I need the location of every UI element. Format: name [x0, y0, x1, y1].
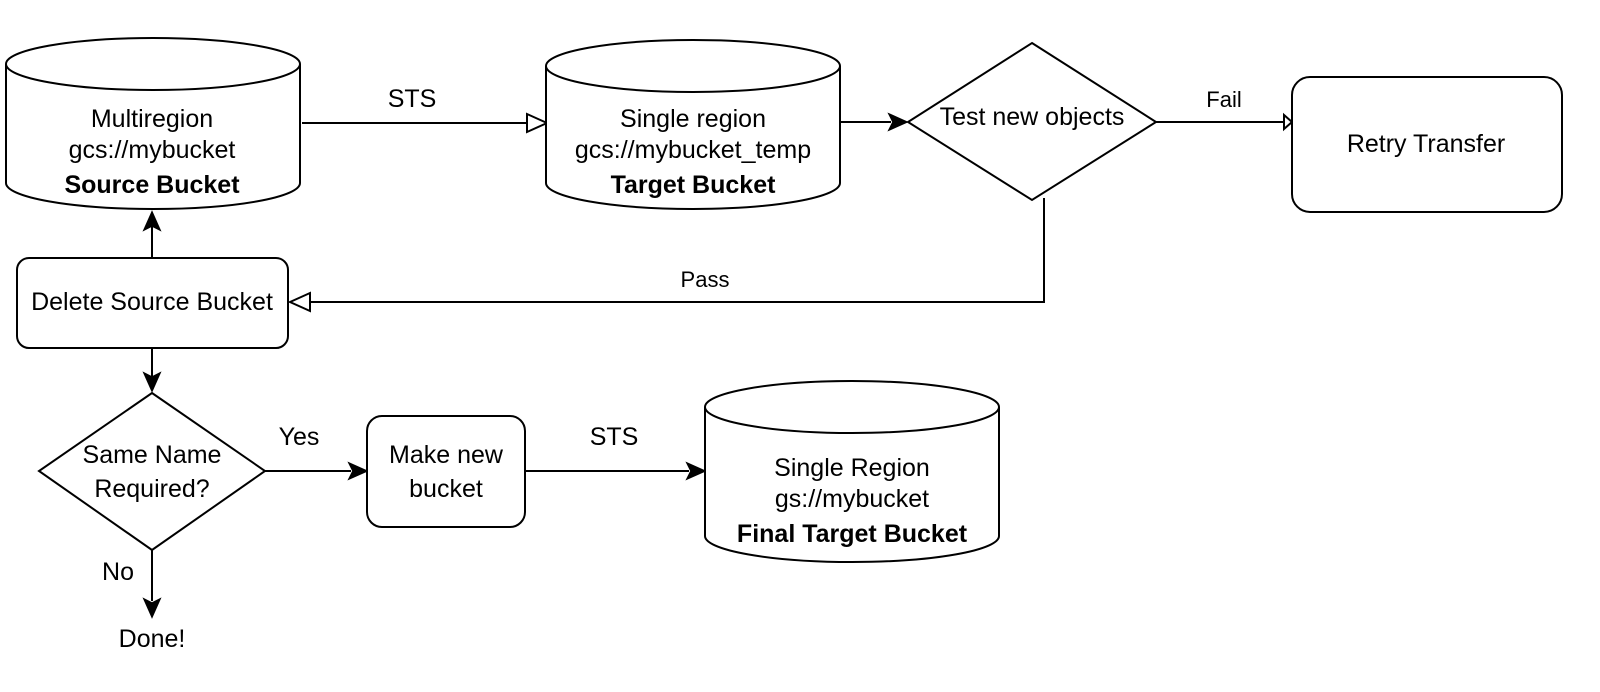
- retry-transfer-node: Retry Transfer: [1291, 76, 1563, 213]
- test-objects-decision-node: Test new objects: [906, 41, 1158, 202]
- database-cylinder-icon: [545, 39, 841, 210]
- arrowhead-icon: [685, 461, 707, 481]
- source-bucket-type: Multiregion: [91, 105, 213, 133]
- arrowhead-icon: [142, 597, 162, 619]
- edge-make-to-final: STS: [525, 423, 707, 481]
- arrowhead-icon: [142, 210, 162, 232]
- final-bucket-node: Single Region gs://mybucket Final Target…: [704, 380, 1000, 563]
- same-name-line1: Same Name: [83, 441, 222, 469]
- open-arrowhead-icon: [526, 112, 550, 134]
- target-bucket-uri: gcs://mybucket_temp: [575, 136, 811, 164]
- source-bucket-uri: gcs://mybucket: [69, 136, 236, 164]
- edge-source-to-target: STS: [302, 85, 550, 134]
- open-arrowhead-icon: [287, 291, 311, 313]
- process-box: [366, 415, 526, 528]
- database-cylinder-icon: [704, 380, 1000, 563]
- target-bucket-node: Single region gcs://mybucket_temp Target…: [545, 39, 841, 210]
- edge-test-fail: Fail: [1156, 87, 1294, 132]
- make-new-bucket-line2: bucket: [409, 475, 483, 503]
- test-objects-label: Test new objects: [940, 103, 1125, 131]
- done-node: Done!: [119, 625, 186, 653]
- edge-target-to-test: [840, 112, 909, 132]
- source-bucket-node: Multiregion gcs://mybucket Source Bucket: [5, 37, 301, 210]
- edge-label-fail: Fail: [1206, 87, 1241, 112]
- edge-test-pass: Pass: [287, 198, 1045, 313]
- process-box: [16, 257, 289, 349]
- edge-delete-to-decision: [142, 348, 162, 393]
- same-name-line2: Required?: [94, 475, 209, 503]
- decision-diamond-icon: [906, 41, 1158, 202]
- final-bucket-type: Single Region: [774, 454, 930, 482]
- retry-transfer-label: Retry Transfer: [1347, 130, 1505, 158]
- edge-same-name-no: No: [102, 550, 162, 619]
- make-new-bucket-line1: Make new: [389, 441, 504, 469]
- open-arrowhead-icon: [1283, 112, 1294, 132]
- same-name-decision-node: Same Name Required?: [37, 391, 267, 552]
- arrowhead-icon: [347, 461, 369, 481]
- done-label: Done!: [119, 625, 186, 653]
- make-new-bucket-node: Make new bucket: [366, 415, 526, 528]
- edge-delete-to-source: [142, 210, 162, 258]
- target-bucket-title: Target Bucket: [611, 171, 777, 199]
- edge-same-name-yes: Yes: [265, 423, 369, 481]
- edge-label-pass: Pass: [681, 267, 730, 292]
- edge-label-sts-bottom: STS: [590, 423, 639, 451]
- edge-label-no: No: [102, 558, 134, 586]
- arrowhead-icon: [142, 371, 162, 393]
- source-bucket-title: Source Bucket: [64, 171, 240, 199]
- final-bucket-title: Final Target Bucket: [737, 520, 968, 548]
- edge-label-sts-top: STS: [388, 85, 437, 113]
- database-cylinder-icon: [5, 37, 301, 210]
- process-box: [1291, 76, 1563, 213]
- final-bucket-uri: gs://mybucket: [775, 485, 929, 513]
- arrowhead-icon: [887, 112, 909, 132]
- delete-source-node: Delete Source Bucket: [16, 257, 289, 349]
- target-bucket-type: Single region: [620, 105, 766, 133]
- edge-label-yes: Yes: [279, 423, 320, 451]
- decision-diamond-icon: [37, 391, 267, 552]
- delete-source-label: Delete Source Bucket: [31, 288, 273, 316]
